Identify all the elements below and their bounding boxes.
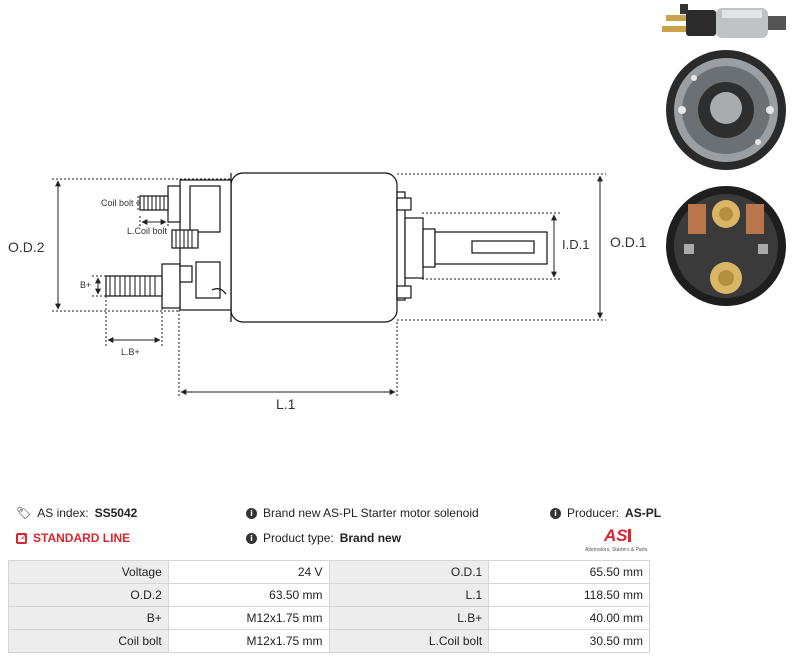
standard-line-label: STANDARD LINE <box>33 531 131 545</box>
as-index: 🏷︎ AS index: SS5042 <box>16 506 137 520</box>
spec-value: 30.50 mm <box>488 629 650 653</box>
spec-value: M12x1.75 mm <box>167 629 330 653</box>
spec-value: 40.00 mm <box>488 606 650 630</box>
as-index-label: AS index: <box>37 506 89 520</box>
spec-value: 65.50 mm <box>488 560 650 584</box>
solenoid-drawing <box>105 172 548 323</box>
tag-icon: 🏷︎ <box>16 506 32 520</box>
info-icon: i <box>550 507 561 519</box>
svg-text:Alternators, Starters & Parts: Alternators, Starters & Parts <box>585 547 648 553</box>
dimension-lines <box>52 173 606 398</box>
description-text: Brand new AS-PL Starter motor solenoid <box>263 506 479 520</box>
spec-table: Voltage 24 V O.D.1 65.50 mm O.D.2 63.50 … <box>8 560 650 653</box>
info-icon: i <box>246 532 257 544</box>
table-row: O.D.2 63.50 mm L.1 118.50 mm <box>8 583 650 607</box>
info-icon: i <box>246 507 257 519</box>
spec-value: 118.50 mm <box>488 583 650 607</box>
spec-label: O.D.1 <box>328 560 490 584</box>
producer-value: AS-PL <box>625 506 662 520</box>
od1-label: O.D.1 <box>610 234 647 250</box>
table-row: Coil bolt M12x1.75 mm L.Coil bolt 30.50 … <box>8 629 650 653</box>
standard-line: ✓ STANDARD LINE <box>16 531 130 545</box>
product-photo-front <box>666 186 786 306</box>
product-type: i Product type: Brand new <box>246 531 401 545</box>
l-coil-bolt-label: L.Coil bolt <box>127 226 168 236</box>
solenoid-diagram: O.D.2 O.D.1 I.D.1 L.1 Coil bolt L.Coil b… <box>8 172 647 412</box>
spec-label: L.1 <box>328 583 490 607</box>
table-row: B+ M12x1.75 mm L.B+ 40.00 mm <box>8 606 650 630</box>
product-type-value: Brand new <box>339 531 402 545</box>
coil-bolt-label: Coil bolt <box>101 198 134 208</box>
producer: i Producer: AS-PL <box>550 506 661 520</box>
spec-value: M12x1.75 mm <box>167 606 330 630</box>
spec-value: 63.50 mm <box>167 583 330 607</box>
spec-label: B+ <box>8 606 169 630</box>
spec-label: Coil bolt <box>8 629 169 653</box>
as-index-value: SS5042 <box>94 506 138 520</box>
spec-label: L.B+ <box>328 606 490 630</box>
spec-label: L.Coil bolt <box>328 629 490 653</box>
spec-label: O.D.2 <box>8 583 169 607</box>
producer-label: Producer: <box>567 506 620 520</box>
od2-label: O.D.2 <box>8 239 45 255</box>
checkbox-icon: ✓ <box>16 532 28 544</box>
product-type-label: Product type: <box>263 531 334 545</box>
l-b-plus-label: L.B+ <box>121 347 140 357</box>
spec-label: Voltage <box>8 560 169 584</box>
b-plus-label: B+ <box>80 280 91 290</box>
product-photo-back <box>666 50 786 170</box>
as-pl-logo: AS Alternators, Starters & Parts <box>585 526 648 553</box>
id1-label: I.D.1 <box>562 237 589 252</box>
svg-text:AS: AS <box>603 526 628 545</box>
product-description: i Brand new AS-PL Starter motor solenoid <box>246 506 479 520</box>
table-row: Voltage 24 V O.D.1 65.50 mm <box>8 560 650 584</box>
spec-value: 24 V <box>167 560 330 584</box>
l1-label: L.1 <box>276 396 296 412</box>
product-photo-side <box>662 4 786 38</box>
